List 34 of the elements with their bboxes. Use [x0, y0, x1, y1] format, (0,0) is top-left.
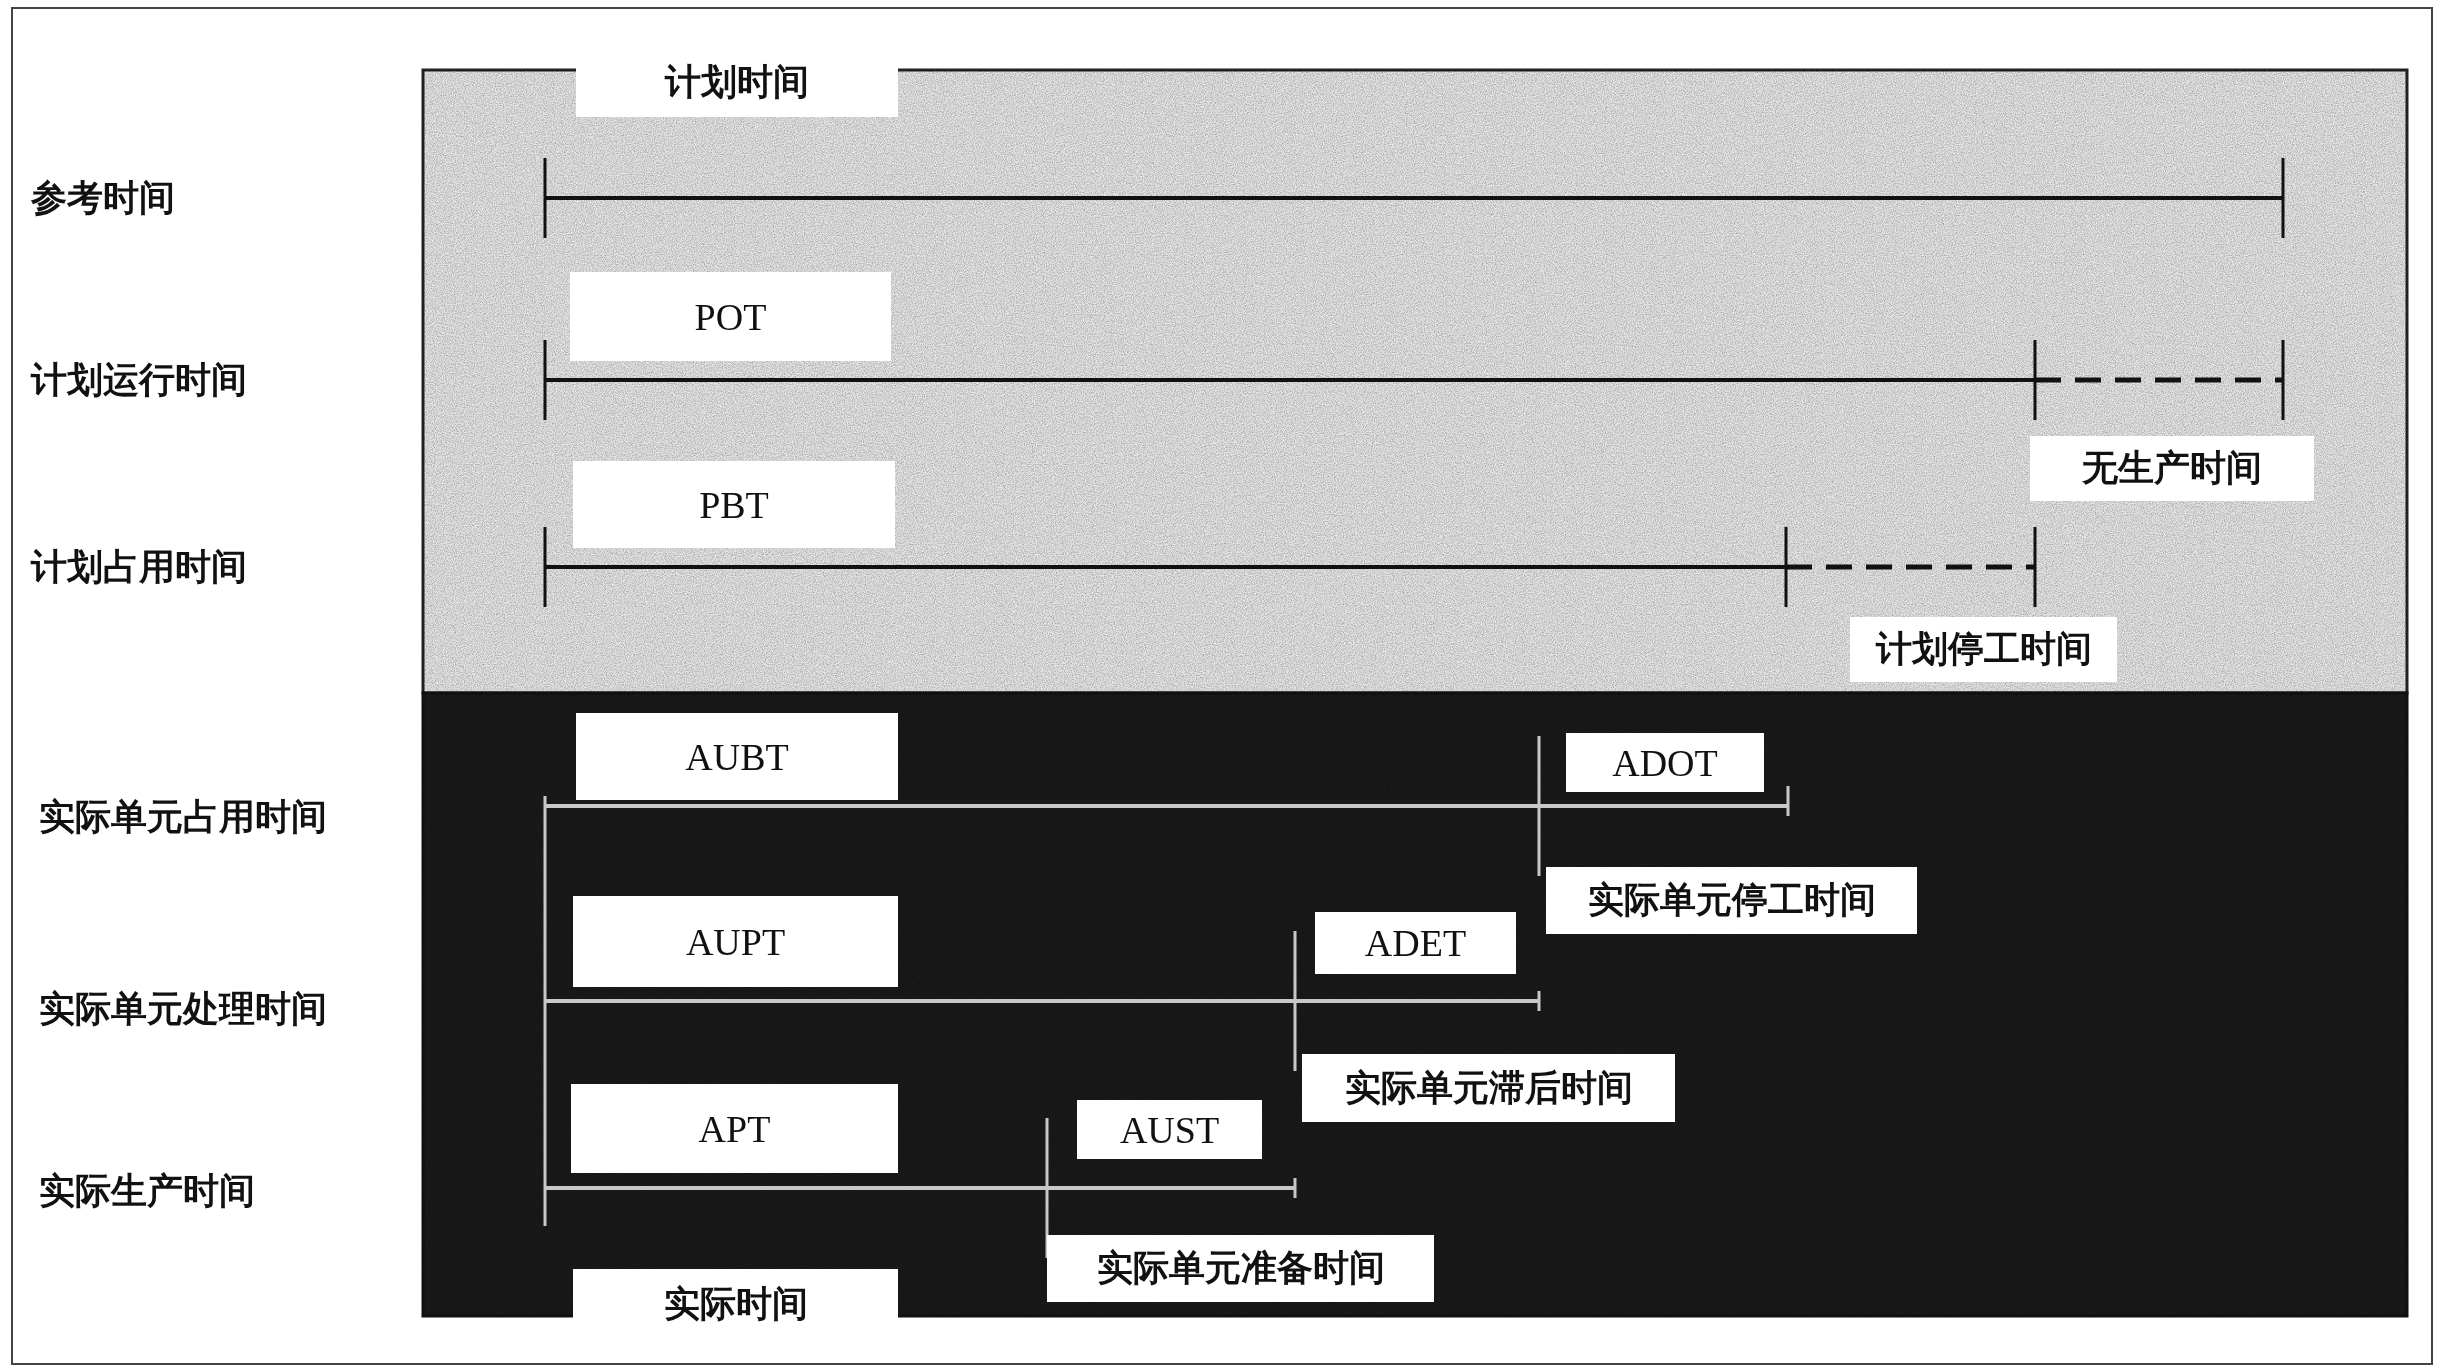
- label-box: [1546, 867, 1917, 934]
- label-box: [2030, 436, 2314, 501]
- term-text: 计划时间: [665, 60, 809, 104]
- label-box: [1850, 617, 2117, 682]
- term-text: ADOT: [1612, 740, 1718, 785]
- term-text: ADET: [1364, 921, 1467, 965]
- term-text: AUBT: [685, 734, 789, 779]
- label-box: [1077, 1100, 1262, 1159]
- term-text: 实际单元滞后时间: [1344, 1066, 1633, 1110]
- term-text: 无生产时间: [2082, 447, 2262, 490]
- label-box: [1315, 912, 1516, 974]
- term-text: 实际单元准备时间: [1096, 1247, 1385, 1290]
- label-box: [573, 896, 898, 987]
- label-box: [1566, 733, 1764, 792]
- term-text: APT: [698, 1106, 771, 1151]
- row-label: 计划占用时间: [31, 545, 247, 589]
- term-text: 实际单元停工时间: [1587, 879, 1876, 922]
- label-box: [571, 1084, 898, 1173]
- row-label: 实际生产时间: [39, 1169, 255, 1213]
- label-box: [576, 713, 898, 800]
- term-text: AUST: [1119, 1107, 1220, 1152]
- label-box: [573, 461, 895, 548]
- row-label: 计划运行时间: [31, 358, 247, 402]
- term-text: 计划停工时间: [1875, 628, 2092, 671]
- row-label: 实际单元处理时间: [39, 987, 327, 1031]
- term-text: POT: [694, 294, 767, 339]
- term-text: PBT: [699, 482, 769, 527]
- row-label: 实际单元占用时间: [39, 795, 327, 839]
- label-box: [1047, 1235, 1434, 1302]
- term-text: 实际时间: [663, 1283, 808, 1326]
- label-box: [570, 272, 891, 361]
- term-text: AUPT: [685, 919, 786, 964]
- label-box: [1302, 1054, 1675, 1122]
- row-label: 参考时间: [31, 176, 175, 220]
